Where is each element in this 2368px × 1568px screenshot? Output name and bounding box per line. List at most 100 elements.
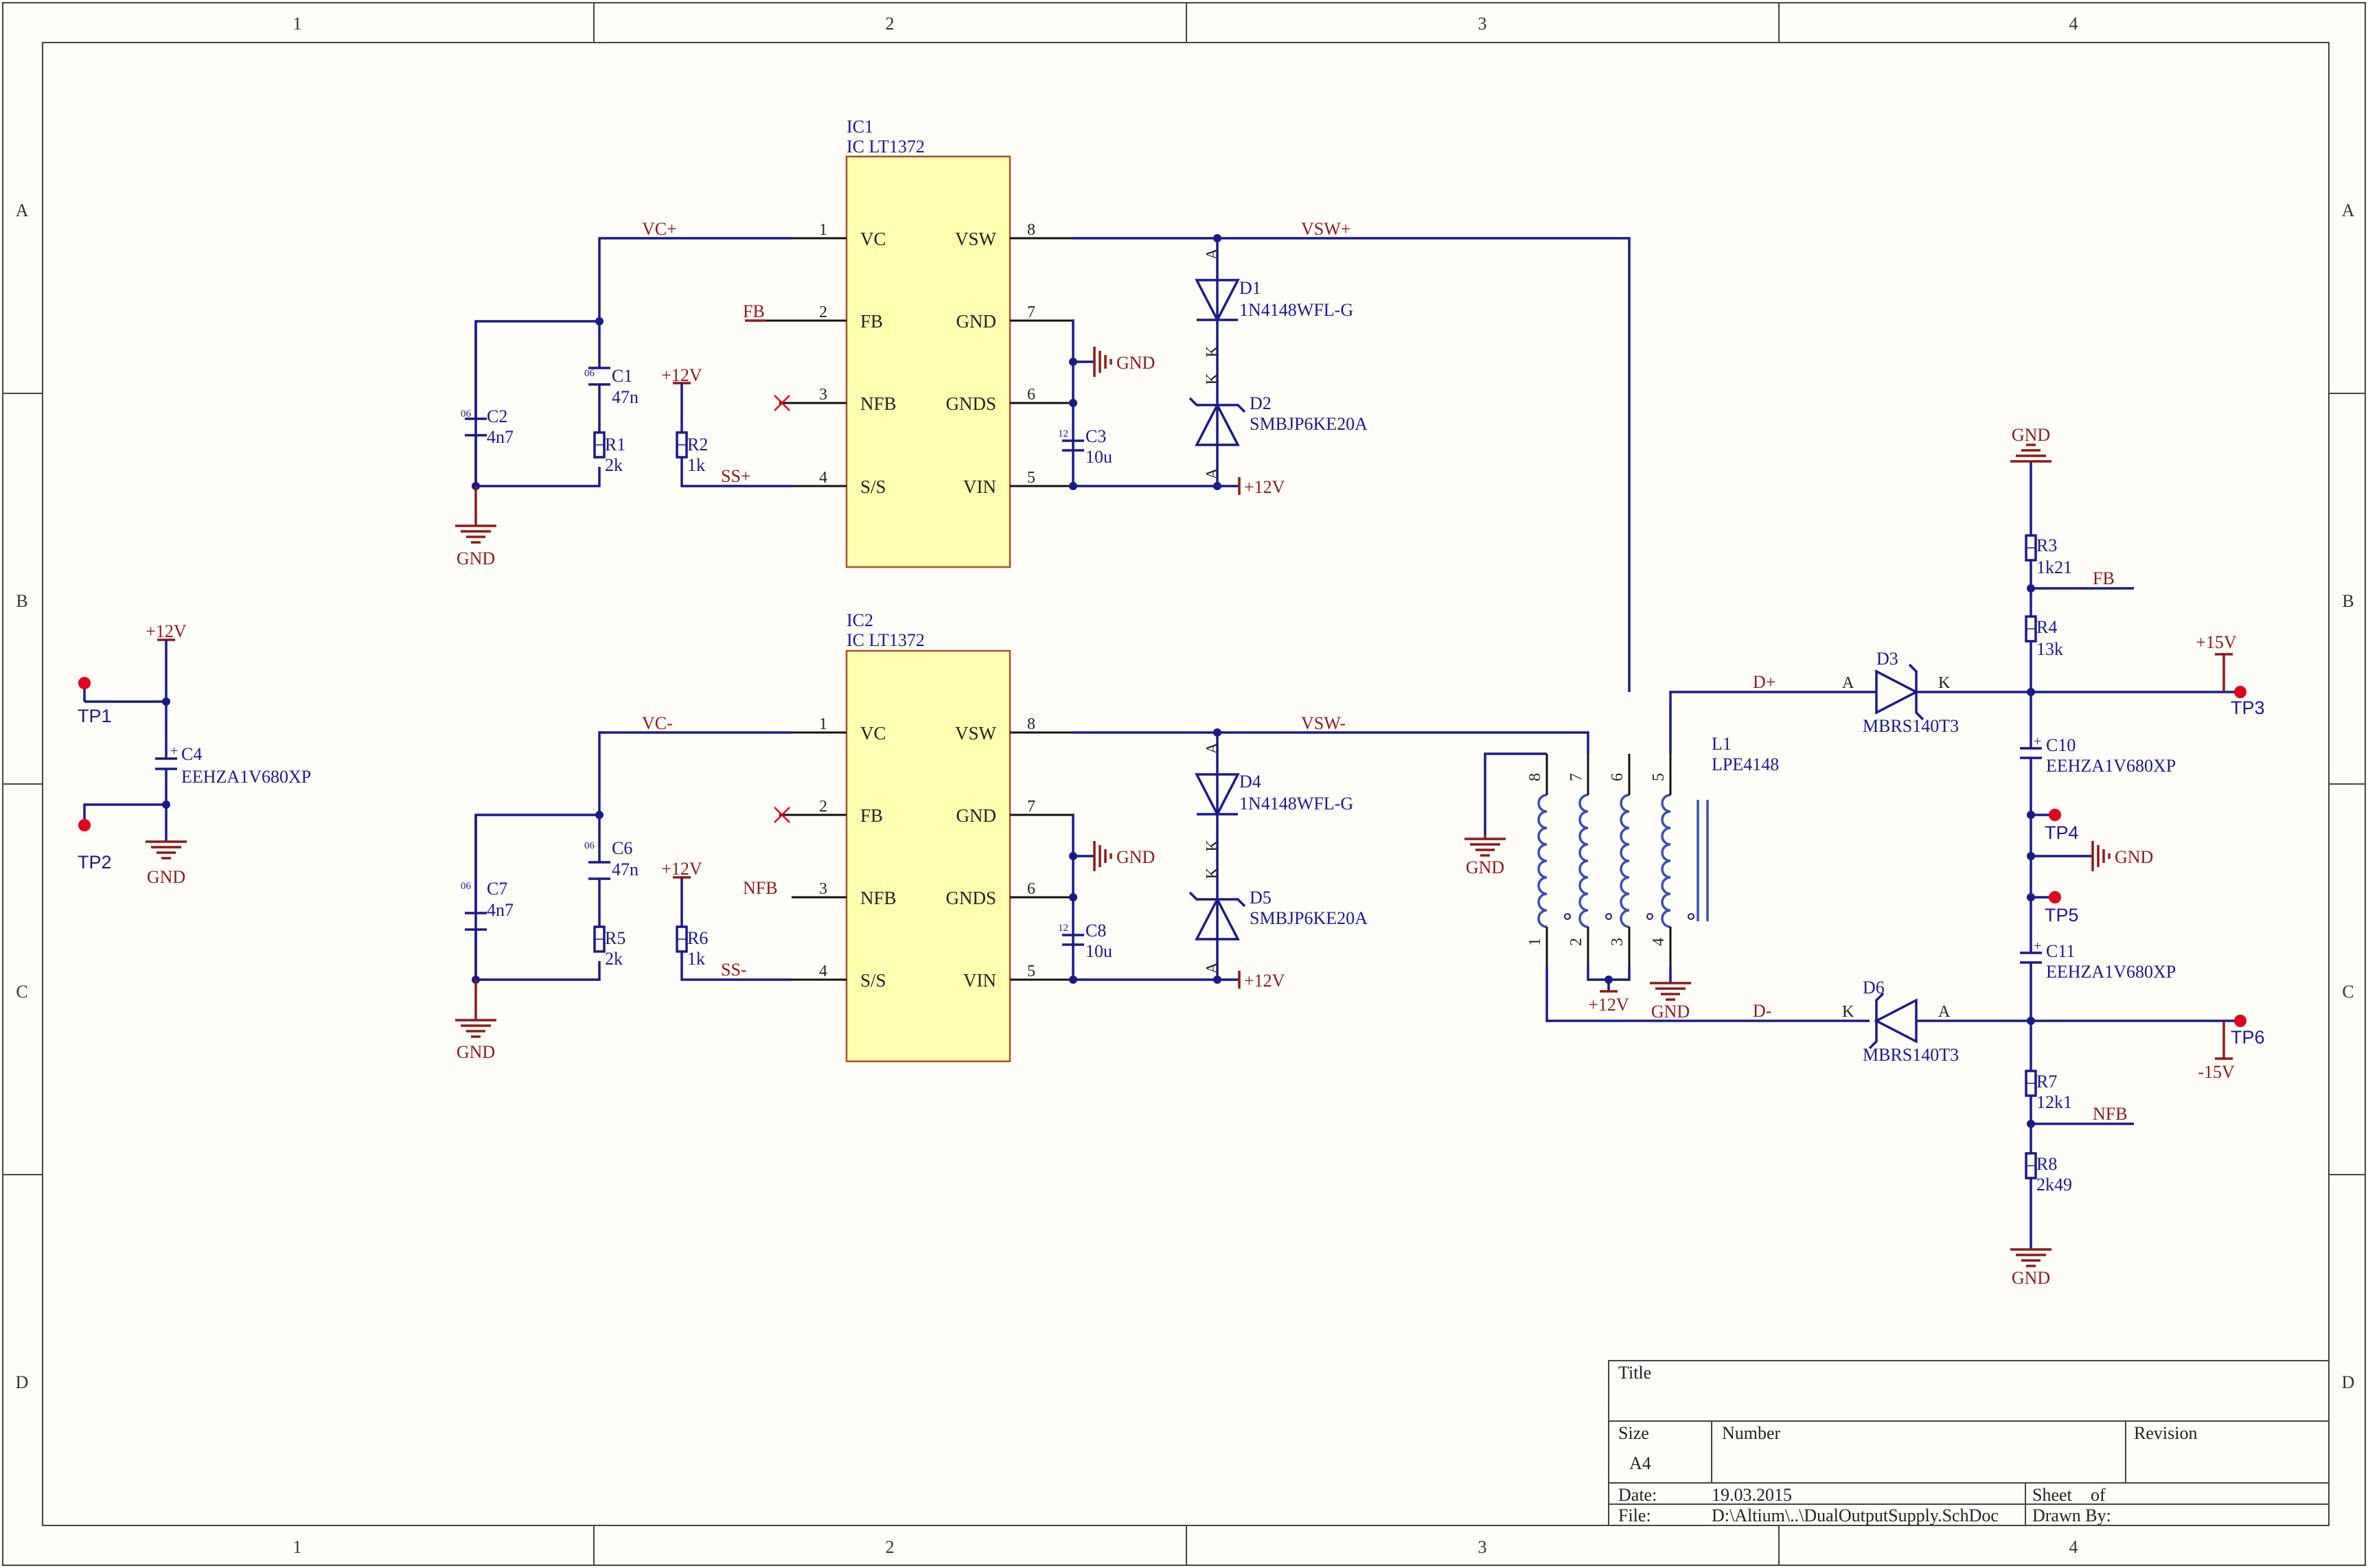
c4-ref: C4 [181, 744, 202, 764]
p12v-r2: +12V [661, 365, 702, 385]
revision-label: Revision [2134, 1423, 2197, 1443]
transformer-l1[interactable] [1537, 794, 1709, 928]
drawn-by-label: Drawn By: [2032, 1506, 2111, 1525]
l1-pin-2: 2 [1567, 938, 1585, 946]
c3-ref: C3 [1085, 426, 1106, 446]
col-label-1-top: 1 [293, 14, 302, 34]
tp1-label: TP1 [78, 706, 112, 726]
number-label: Number [1722, 1423, 1781, 1443]
gnd-symbol-ic2-left [455, 980, 496, 1038]
ic1-pin-ss: S/S [860, 476, 886, 497]
ic2-pin-ss: S/S [860, 970, 886, 991]
capacitor-c8[interactable] [1062, 934, 1084, 946]
m15v-label: -15V [2198, 1062, 2235, 1082]
col-label-2-bottom: 2 [886, 1537, 895, 1557]
ic2-pin-fb: FB [860, 805, 883, 826]
tp1-dot[interactable] [78, 677, 91, 689]
tp6-dot[interactable] [2234, 1015, 2246, 1027]
net-vsw-plus: VSW+ [1301, 219, 1350, 239]
transformer-wiring [1464, 691, 1870, 1022]
ic2-pin-gnd: GND [956, 805, 997, 826]
c1-ref: C1 [612, 366, 632, 386]
diode-d1[interactable] [1195, 279, 1240, 323]
size-value: A4 [1629, 1453, 1651, 1473]
r5-value: 2k [605, 949, 623, 969]
ic1-pin-vc: VC [860, 229, 886, 249]
d4-ref: D4 [1239, 772, 1261, 792]
ic2-pin-nfb: NFB [860, 888, 897, 908]
c7-ref: C7 [487, 879, 507, 899]
capacitor-c3[interactable] [1062, 439, 1084, 452]
r5-ref: R5 [605, 928, 625, 948]
d4-value: 1N4148WFL-G [1239, 794, 1353, 814]
l1-ref: L1 [1712, 734, 1732, 754]
d6-value: MBRS140T3 [1863, 1045, 1959, 1065]
ic1-pin-gnds: GNDS [945, 393, 996, 414]
ic1-pin-gnd: GND [956, 311, 997, 332]
electrolytic-capacitor-c10[interactable]: + [2020, 734, 2042, 759]
capacitor-c2[interactable] [465, 417, 487, 437]
c6-value: 47n [612, 860, 639, 879]
tp3-dot[interactable] [2234, 686, 2246, 698]
schottky-diode-d6[interactable] [1868, 992, 1918, 1050]
col-label-3-bottom: 3 [1478, 1537, 1487, 1557]
capacitor-c1[interactable] [588, 367, 610, 386]
capacitor-c6[interactable] [588, 861, 610, 880]
diode-d4[interactable] [1195, 773, 1240, 817]
ic2-body[interactable] [845, 649, 1011, 1063]
electrolytic-capacitor-c4[interactable]: + [155, 743, 178, 770]
gnd-label-top-right: GND [2012, 425, 2050, 445]
ic1-section: IC1 IC LT1372 1 2 3 4 VC FB NFB S/S 8 7 … [455, 117, 1631, 692]
ic2-pin-1-num: 1 [819, 715, 827, 733]
c4-value: EEHZA1V680XP [181, 767, 311, 787]
tp5-label: TP5 [2045, 905, 2079, 925]
col-label-3-top: 3 [1478, 14, 1487, 34]
schottky-diode-d3[interactable] [1875, 663, 1924, 721]
d5-cathode-letter: K [1204, 867, 1221, 879]
r2-value: 1k [687, 455, 705, 475]
gnd-label-c4: GND [147, 867, 185, 887]
tvs-diode-d2[interactable] [1188, 397, 1246, 446]
title-block: Title Size A4 Number Revision Date: 19.0… [1608, 1360, 2330, 1526]
d5-ref: D5 [1250, 888, 1272, 908]
svg-text:+: + [170, 743, 178, 759]
tp2-dot[interactable] [78, 819, 91, 831]
electrolytic-capacitor-c11[interactable]: + [2020, 938, 2042, 964]
c2-value: 4n7 [487, 427, 514, 447]
ic1-pin-4-num: 4 [819, 469, 827, 487]
row-label-a-right: A [2342, 200, 2355, 220]
gnd-label-ic1-right: GND [1116, 353, 1155, 373]
p15v-label: +15V [2196, 632, 2237, 652]
tp4-dot[interactable] [2049, 809, 2061, 821]
net-d-plus: D+ [1753, 672, 1775, 692]
sheet-label: Sheet [2032, 1485, 2073, 1505]
no-connect-ic2-fb [774, 807, 790, 823]
c3-tag: 12 [1058, 428, 1068, 439]
ic1-pin-7-num: 7 [1027, 303, 1035, 321]
c6-tag: 06 [584, 840, 595, 851]
tvs-diode-d5[interactable] [1188, 891, 1246, 941]
ic2-ref: IC2 [847, 610, 873, 630]
capacitor-c7[interactable] [465, 912, 487, 931]
no-connect-ic1-nfb [774, 395, 790, 411]
c2-ref: C2 [487, 406, 507, 426]
l1-pin-1: 1 [1526, 938, 1544, 946]
r4-value: 13k [2036, 639, 2063, 659]
net-d-minus: D- [1753, 1001, 1771, 1021]
ic2-pin-5-num: 5 [1027, 962, 1035, 980]
r4-ref: R4 [2036, 617, 2057, 637]
d4-anode-letter: A [1204, 742, 1221, 754]
d3-anode-letter: A [1842, 674, 1854, 692]
row-label-a-left: A [16, 200, 29, 220]
tp4-label: TP4 [2045, 822, 2079, 843]
gnd-label-out: GND [2115, 847, 2153, 867]
date-label: Date: [1618, 1485, 1657, 1505]
ic1-body[interactable] [845, 155, 1011, 568]
tp5-dot[interactable] [2049, 891, 2061, 903]
d1-ref: D1 [1239, 278, 1261, 298]
r3-ref: R3 [2036, 535, 2057, 555]
row-label-c-right: C [2342, 982, 2354, 1002]
p12v-vin-ic1: +12V [1244, 477, 1285, 497]
ic1-pin-2-num: 2 [819, 303, 827, 321]
